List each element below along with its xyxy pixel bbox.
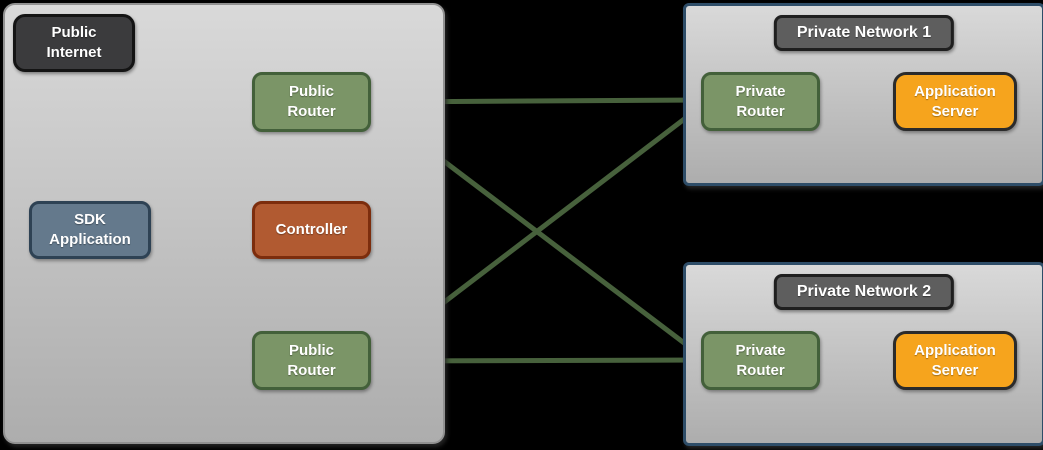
private-network-2-container: Private Network 2 Private Router Applica…: [683, 262, 1043, 446]
application-server-2-node: Application Server: [893, 331, 1017, 390]
public-router-bottom-node: Public Router: [252, 331, 371, 390]
controller-node: Controller: [252, 201, 371, 259]
private-router-1-node: Private Router: [701, 72, 820, 131]
public-router-top-node: Public Router: [252, 72, 371, 132]
private-router-2-node: Private Router: [701, 331, 820, 390]
public-internet-container: Public Internet Public Router SDK Applic…: [3, 3, 445, 444]
private-network-1-container: Private Network 1 Private Router Applica…: [683, 3, 1043, 186]
sdk-application-node: SDK Application: [29, 201, 151, 259]
public-internet-badge: Public Internet: [13, 14, 135, 72]
private-network-1-badge: Private Network 1: [773, 15, 955, 51]
private-network-2-badge: Private Network 2: [773, 274, 955, 310]
application-server-1-node: Application Server: [893, 72, 1017, 131]
